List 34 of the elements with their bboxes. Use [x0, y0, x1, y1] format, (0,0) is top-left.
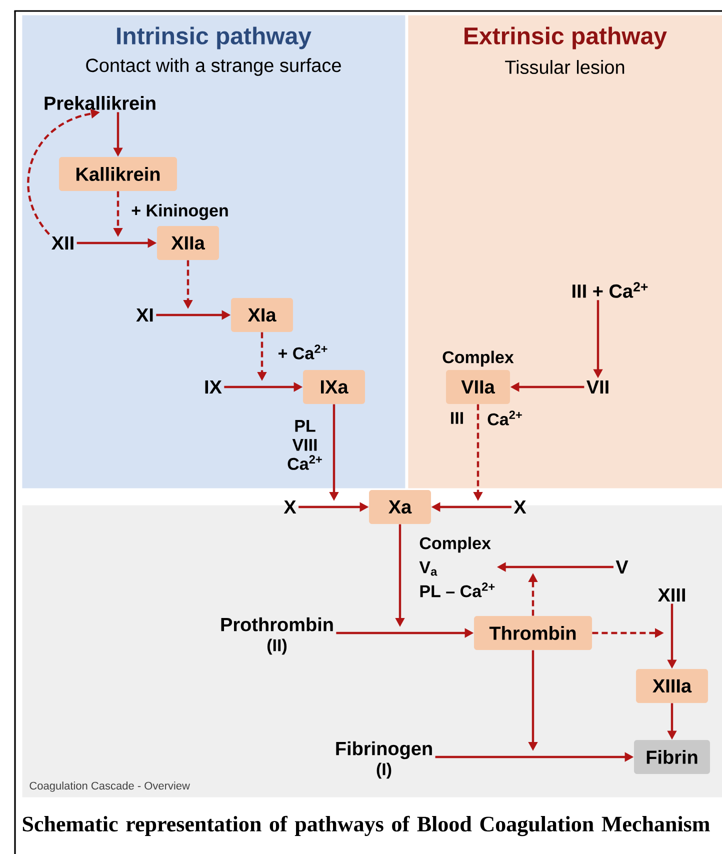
factor-box: XIIIa	[636, 669, 708, 703]
factor-box: Xa	[369, 490, 431, 524]
complex-label: Complex V$_{a}$ PL – Ca$^{2+}$	[419, 536, 495, 598]
factor-box: XIa	[231, 298, 293, 332]
factor-box: IXa	[303, 370, 365, 404]
factor-label: X	[284, 500, 296, 514]
factor-box: Thrombin	[474, 616, 592, 650]
complex-label: Complex	[442, 350, 514, 367]
factor-label: Prekallikrein	[44, 96, 156, 110]
factor-box: XIIa	[157, 226, 219, 260]
panel-title: Extrinsic pathway	[464, 26, 667, 50]
factor-label: Fibrinogen (I)	[336, 741, 432, 779]
footer-note: Coagulation Cascade - Overview	[30, 782, 190, 792]
factor-box: Kallikrein	[59, 157, 177, 191]
panel-subtitle: Contact with a strange surface	[86, 58, 341, 76]
factor-label: XII	[52, 236, 74, 250]
panel-title: Intrinsic pathway	[117, 26, 312, 50]
factor-label: V	[616, 560, 628, 574]
factor-label: XI	[136, 308, 153, 322]
factor-label: IX	[205, 380, 222, 394]
product-box: Fibrin	[634, 740, 710, 774]
factor-label: III + Ca$^{2+}$	[572, 282, 648, 298]
edge-label: + Ca$^{2+}$	[278, 344, 328, 360]
factor-label: XIII	[658, 588, 685, 602]
factor-label: VII	[586, 380, 608, 394]
panel-subtitle: Tissular lesion	[505, 60, 624, 74]
cofactor-label: Ca$^{2+}$	[488, 410, 522, 426]
caption: Schematic representation of pathways of Blood Coagulation Mechanism	[22, 816, 710, 836]
factor-label: X	[514, 500, 526, 514]
factor-label: Prothrombin (II)	[221, 617, 333, 655]
cofactor-label: III	[451, 412, 463, 424]
factor-box: VIIa	[446, 370, 510, 404]
edge-label: PL VIII Ca$^{2+}$	[288, 420, 322, 470]
edge-label: + Kininogen	[132, 204, 228, 220]
